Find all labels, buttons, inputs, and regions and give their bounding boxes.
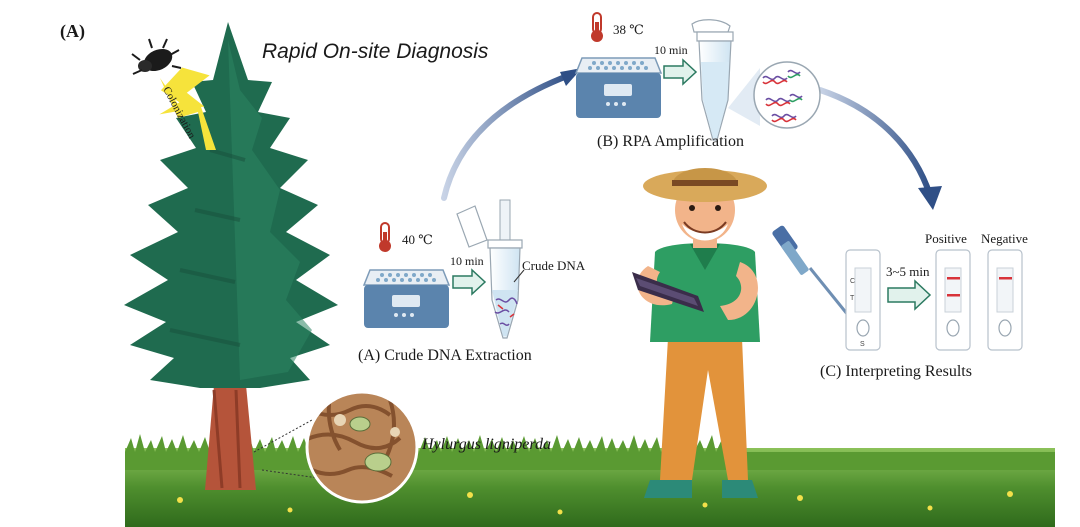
negative-control-band (999, 277, 1012, 280)
zoom-cone (728, 68, 760, 126)
positive-test-band (947, 294, 960, 297)
step-a: 40 ℃ 10 min Crude DNA (A) Crude DNA Extr… (358, 199, 586, 364)
strip-c-mark: C (850, 278, 855, 285)
step-a-duration: 10 min (450, 254, 484, 268)
crude-dna-pointer (513, 269, 525, 283)
thermometer-icon (591, 12, 603, 42)
step-b-duration: 10 min (654, 43, 688, 57)
headline: Rapid On-site Diagnosis (262, 40, 489, 63)
step-b-temperature: 38 ℃ (613, 22, 644, 37)
panel-label: (A) (60, 21, 85, 42)
step-b-caption: (B) RPA Amplification (597, 133, 744, 150)
strip-s-mark: S (860, 341, 865, 348)
step-c-duration: 3~5 min (886, 264, 930, 279)
crude-dna-tube-icon (456, 199, 523, 339)
step-c: C T S 3~5 min Positive Negative (C) Inte… (772, 225, 1028, 380)
grass-ground (125, 434, 1055, 527)
step-a-tube-label: Crude DNA (522, 258, 586, 273)
thermometer-icon (379, 222, 391, 252)
step-c-caption: (C) Interpreting Results (820, 363, 972, 380)
arrow-b-to-c-head (918, 186, 942, 210)
step-b-arrow (663, 58, 698, 86)
step-c-arrow (887, 279, 932, 311)
rpa-tube-icon (691, 19, 734, 141)
negative-label: Negative (981, 231, 1028, 246)
step-a-arrow (452, 268, 487, 296)
step-a-caption: (A) Crude DNA Extraction (358, 347, 532, 364)
step-b: 38 ℃ 10 min (574, 12, 821, 150)
dna-amplicons-closeup (753, 61, 821, 129)
heat-block-icon (362, 269, 451, 328)
negative-test-strip (987, 249, 1023, 351)
beetle-icon (131, 38, 182, 75)
positive-test-strip (935, 249, 971, 351)
step-a-temperature: 40 ℃ (402, 232, 433, 247)
heat-block-icon (574, 57, 663, 118)
farmer-figure (632, 168, 767, 498)
beetle-closeup (253, 390, 419, 504)
arrow-a-to-b (441, 72, 573, 201)
spruce-tree (124, 22, 338, 490)
strip-t-mark: T (850, 295, 855, 302)
unread-test-strip: C T S (845, 249, 881, 351)
arrow-b-to-c (817, 87, 933, 198)
positive-label: Positive (925, 231, 967, 246)
positive-control-band (947, 277, 960, 280)
species-label: Hylurgus ligniperda (421, 436, 551, 453)
